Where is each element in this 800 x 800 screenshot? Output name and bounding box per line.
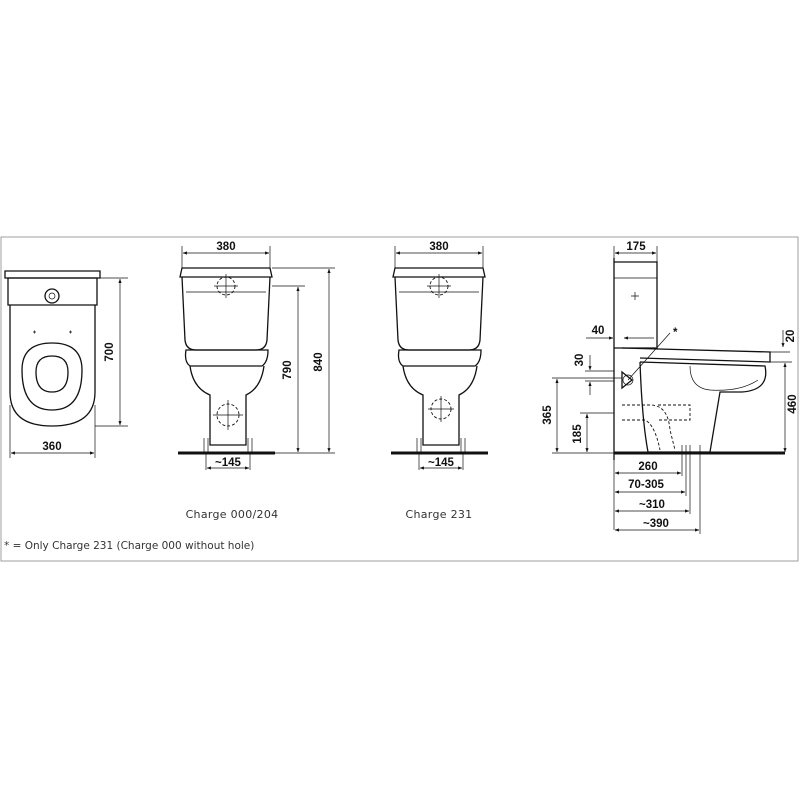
- dim-40-label: 40: [592, 325, 605, 337]
- star-label: *: [673, 327, 678, 339]
- top-view-bowl-opening: [35, 355, 69, 393]
- dim-365-label: 365: [542, 405, 554, 425]
- floor-fixing-marks: [203, 438, 253, 452]
- side-bowl-inner: [689, 365, 759, 391]
- top-view-tank-lid: [4, 270, 101, 279]
- caption-charge-000-204: Charge 000/204: [186, 508, 279, 521]
- drawing-frame: [0, 236, 799, 562]
- dim-460-label: 460: [787, 394, 799, 413]
- dim-840-label: 840: [313, 352, 325, 371]
- inlet-hole-icon: [622, 374, 634, 386]
- bowl-pedestal: [189, 365, 265, 446]
- dim-360-label: 360: [42, 441, 61, 453]
- dim-70-305-label: 70-305: [628, 479, 664, 491]
- dim-175-label: 175: [626, 241, 646, 253]
- outlet-dashed: [658, 404, 691, 421]
- floor-fixing-marks: [416, 438, 466, 452]
- top-view-seat: [21, 342, 83, 411]
- top-view-tank: [7, 277, 98, 306]
- bowl-pedestal: [402, 365, 478, 446]
- dim-380-label: 380: [216, 241, 235, 253]
- dim-380-label: 380: [429, 241, 448, 253]
- outlet-dashed: [622, 404, 676, 451]
- dim-30-label: 30: [574, 354, 586, 367]
- top-view: 700 360: [4, 270, 128, 458]
- seat-lid: [397, 349, 482, 367]
- dim-700-label: 700: [104, 342, 116, 361]
- top-view-bowl-outline: [9, 305, 96, 427]
- dim-390-label: ~390: [643, 518, 669, 530]
- front-view-charge-231: 380 ~145 Charge 231: [391, 241, 488, 521]
- dim-145-label: ~145: [428, 457, 455, 469]
- front-view-charge-000: 380 790 840 ~145 Charge 000/204: [178, 241, 335, 521]
- flush-button-inner-icon: [48, 292, 56, 300]
- dim-790-label: 790: [282, 360, 294, 379]
- seat-lid: [184, 349, 269, 367]
- dim-145-label: ~145: [215, 457, 242, 469]
- side-tank: [614, 261, 658, 349]
- flush-valve-mark-icon: [631, 292, 639, 300]
- footnote: * = Only Charge 231 (Charge 000 without …: [4, 540, 254, 552]
- flush-button-icon: [44, 288, 60, 304]
- side-seat: [621, 347, 771, 363]
- dim-20-label: 20: [785, 330, 797, 343]
- caption-charge-231: Charge 231: [406, 508, 473, 521]
- dim-310-label: ~310: [639, 499, 665, 511]
- leader-line: [627, 332, 671, 381]
- side-view: * 175 40 30 365 185 20 460: [542, 241, 799, 534]
- dim-185-label: 185: [572, 424, 584, 444]
- dim-260-label: 260: [638, 461, 657, 473]
- inlet-mark-icon: [621, 370, 634, 390]
- seat-fixing-marks: [33, 330, 72, 334]
